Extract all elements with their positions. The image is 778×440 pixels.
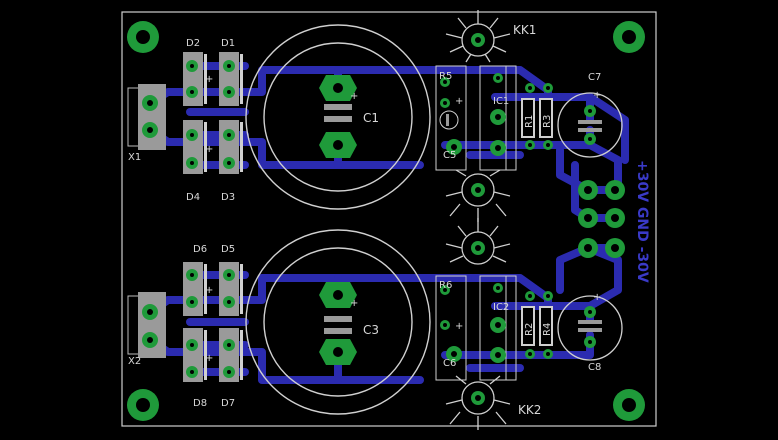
output-voltage-legend: +30V GND -30V	[634, 160, 650, 283]
small-parts-bottom	[521, 291, 553, 359]
polarity-markers: + + + + + + + + + +	[205, 74, 601, 364]
heatsink-mid-bottom	[445, 218, 511, 265]
svg-text:+: +	[593, 292, 601, 303]
label-x2: X2	[128, 356, 141, 367]
label-d5: D5	[221, 244, 235, 255]
heatsink-kk1	[445, 10, 511, 63]
connector-x1	[127, 84, 166, 150]
label-ic2: IC2	[493, 302, 509, 313]
label-d8: D8	[193, 398, 207, 409]
capacitor-c3	[245, 229, 431, 415]
svg-text:+: +	[205, 74, 213, 85]
label-c5: C5	[443, 150, 456, 161]
label-c6: C6	[443, 358, 456, 369]
svg-text:+: +	[205, 353, 213, 364]
label-x1: X1	[128, 152, 141, 163]
diode-bands-bottom	[204, 264, 243, 380]
label-c3: C3	[363, 323, 379, 337]
svg-text:+: +	[350, 91, 358, 102]
regulator-pads-bottom	[440, 283, 506, 363]
svg-text:+: +	[593, 90, 601, 101]
label-d4: D4	[186, 192, 200, 203]
label-d1: D1	[221, 38, 235, 49]
label-d7: D7	[221, 398, 235, 409]
connector-x2	[127, 292, 166, 358]
capacitor-c8	[557, 295, 623, 361]
label-r2: R2	[524, 323, 535, 336]
label-c7: C7	[588, 72, 601, 83]
label-r3: R3	[542, 115, 553, 128]
label-d2: D2	[186, 38, 200, 49]
svg-text:+: +	[205, 285, 213, 296]
output-pads	[578, 180, 625, 258]
svg-text:+: +	[455, 321, 463, 332]
heatsink-kk2	[445, 375, 511, 430]
small-parts-top	[521, 83, 553, 150]
regulator-area-bottom	[435, 275, 517, 381]
mounting-holes	[127, 21, 645, 421]
regulator-pads-top	[439, 73, 506, 156]
label-d3: D3	[221, 192, 235, 203]
label-c1: C1	[363, 111, 379, 125]
capacitor-c7	[557, 92, 623, 158]
label-r5: R5	[439, 71, 452, 82]
board-outline	[121, 11, 657, 427]
svg-text:+: +	[350, 298, 358, 309]
capacitor-c1	[245, 24, 431, 210]
svg-text:+: +	[455, 96, 463, 107]
diode-pads-top	[186, 60, 235, 169]
label-kk2: KK2	[518, 403, 541, 417]
capacitor-c3-body	[319, 282, 357, 365]
diode-pads-bottom	[186, 269, 235, 378]
label-r6: R6	[439, 280, 452, 291]
label-kk1: KK1	[513, 23, 536, 37]
heatsink-mid-top	[445, 169, 511, 222]
label-r4: R4	[542, 323, 553, 336]
label-ic1: IC1	[493, 96, 509, 107]
label-d6: D6	[193, 244, 207, 255]
regulator-area-top	[435, 65, 517, 171]
label-r1: R1	[524, 115, 535, 128]
label-c8: C8	[588, 362, 601, 373]
diode-bands-top	[204, 54, 243, 172]
svg-text:+: +	[205, 144, 213, 155]
capacitor-c1-body	[319, 75, 357, 158]
